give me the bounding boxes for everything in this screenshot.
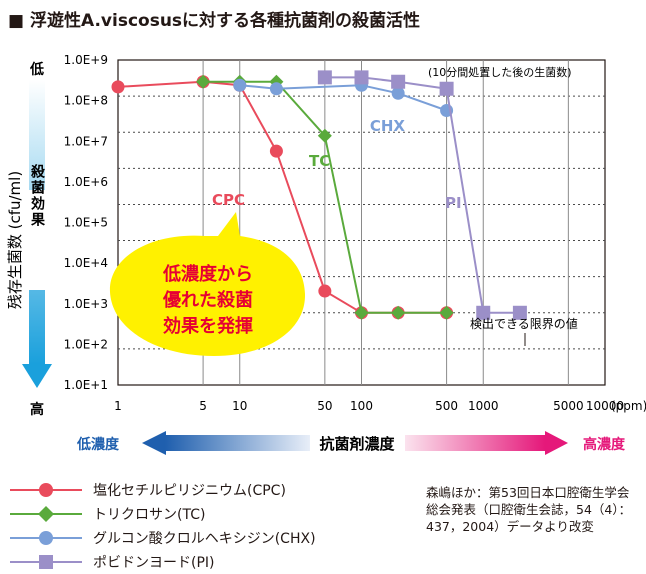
x-tick-label: 5000 xyxy=(553,399,584,413)
legend-item: 塩化セチルピリジニウム(CPC) xyxy=(8,478,388,502)
x-tick-label: 5 xyxy=(199,399,207,413)
data-point xyxy=(317,70,332,85)
y-arrow-label-bg xyxy=(27,190,47,290)
data-point xyxy=(111,80,125,94)
data-point xyxy=(196,74,211,89)
data-point xyxy=(354,305,369,320)
legend-label: ポビドンヨード(PI) xyxy=(93,555,215,571)
x-tick-label: 50 xyxy=(317,399,332,413)
y-tick-label: 1.0E+4 xyxy=(64,256,108,270)
x-unit-label: (ppm) xyxy=(611,399,646,413)
treatment-note: (10分間処置した後の生菌数) xyxy=(428,65,572,79)
callout-bubble xyxy=(109,212,306,356)
x-arrow-left-label: 低濃度 xyxy=(76,436,120,453)
x-arrow-right-shaft xyxy=(405,435,545,451)
series-label: CHX xyxy=(370,117,406,135)
series-layer: CPC TC CHX PI xyxy=(111,70,527,320)
data-point xyxy=(476,305,491,320)
callout-line-3: 効果を発揮 xyxy=(163,315,253,337)
data-point xyxy=(439,81,454,96)
y-arrow-top-label: 低 xyxy=(29,61,44,78)
x-tick-label: 100 xyxy=(350,399,373,413)
legend: 塩化セチルピリジニウム(CPC) トリクロサン(TC) グルコン酸クロルヘキシジン(… xyxy=(8,478,388,574)
y-arrow-middle-label: 殺菌効果 xyxy=(29,163,46,228)
y-tick-label: 1.0E+3 xyxy=(64,297,108,311)
legend-swatch-marker xyxy=(39,531,53,545)
series-label: TC xyxy=(309,152,330,170)
y-tick-label: 1.0E+9 xyxy=(64,53,108,67)
x-arrow-right-label: 高濃度 xyxy=(583,436,626,453)
data-point xyxy=(317,128,332,143)
y-axis-title: 残存生菌数 (cfu/ml) xyxy=(6,171,24,309)
x-arrow-left-shaft xyxy=(165,435,310,451)
chart-title: ■ 浮遊性A.viscosusに対する各種抗菌剤の殺菌活性 xyxy=(8,11,421,31)
data-point xyxy=(233,78,247,92)
data-point xyxy=(439,305,454,320)
x-tick-label: 10000 xyxy=(586,399,624,413)
y-arrow-bottom-label: 高 xyxy=(30,401,44,418)
legend-swatch-marker xyxy=(39,483,53,497)
y-tick-label: 1.0E+5 xyxy=(64,216,108,230)
callout-line-1: 低濃度から xyxy=(162,263,253,285)
legend-swatch xyxy=(10,555,82,569)
data-point xyxy=(354,70,369,85)
x-arrow-left-head xyxy=(142,431,166,455)
y-tick-label: 1.0E+1 xyxy=(64,378,108,392)
y-tick-labels: 1.0E+1 1.0E+2 1.0E+3 1.0E+4 1.0E+5 1.0E+6 1.0E… xyxy=(64,53,108,392)
chart: 低 殺菌効果 高 残存生菌数 (cfu/ml) 1.0E+11.0E+21.0E… xyxy=(6,53,646,455)
series-label: PI xyxy=(445,194,462,212)
legend-swatch xyxy=(10,531,82,545)
y-arrow-head xyxy=(22,364,52,388)
legend-swatch-marker xyxy=(38,506,54,522)
y-tick-label: 1.0E+7 xyxy=(64,134,108,148)
y-tick-label: 1.0E+8 xyxy=(64,94,108,108)
data-point xyxy=(269,144,283,158)
data-point xyxy=(269,82,283,96)
detection-limit-label: 検出できる限界の値 xyxy=(470,316,578,331)
data-point xyxy=(391,74,406,89)
series-label: CPC xyxy=(212,191,245,209)
data-point xyxy=(391,305,406,320)
source-note: 森嶋ほか：第53回日本口腔衛生学会総会発表（口腔衛生会誌，54（4）：437，2… xyxy=(426,485,632,534)
y-tick-label: 1.0E+6 xyxy=(64,175,108,189)
legend-swatch xyxy=(10,506,82,522)
x-axis-title: 抗菌剤濃度 xyxy=(319,435,395,453)
legend-label: グルコン酸クロルヘキシジン(CHX) xyxy=(93,531,316,547)
data-point xyxy=(391,86,405,100)
x-arrow-right-head xyxy=(545,431,568,455)
data-point xyxy=(512,305,527,320)
legend-label: トリクロサン(TC) xyxy=(93,507,206,523)
legend-swatch xyxy=(10,483,82,497)
legend-item: ポビドンヨード(PI) xyxy=(8,550,388,574)
x-tick-label: 1000 xyxy=(468,399,499,413)
x-tick-label: 1 xyxy=(114,399,122,413)
x-tick-label: 500 xyxy=(435,399,458,413)
legend-swatch-marker xyxy=(39,555,53,569)
callout-line-2: 優れた殺菌 xyxy=(162,289,253,311)
y-tick-label: 1.0E+2 xyxy=(64,337,108,351)
legend-label: 塩化セチルピリジニウム(CPC) xyxy=(93,483,286,499)
legend-item: グルコン酸クロルヘキシジン(CHX) xyxy=(8,526,388,550)
x-tick-label: 10 xyxy=(232,399,247,413)
data-point xyxy=(318,284,332,298)
legend-item: トリクロサン(TC) xyxy=(8,502,388,526)
